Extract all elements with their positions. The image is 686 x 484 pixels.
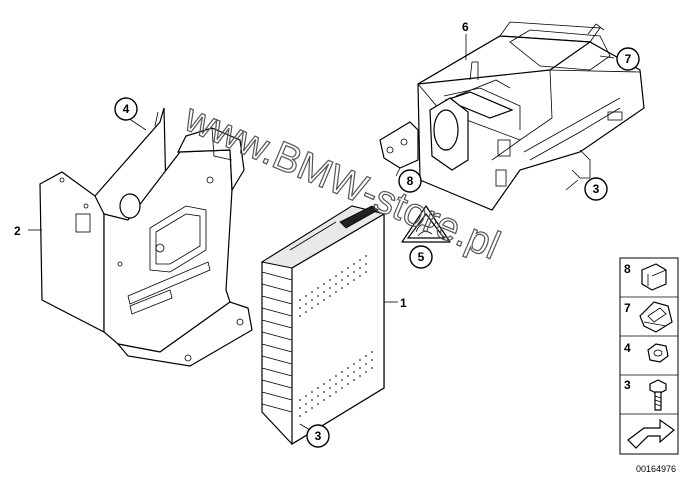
svg-text:8: 8 <box>407 174 414 188</box>
amplifier-part-1 <box>260 205 386 446</box>
clip-icon <box>641 263 667 291</box>
svg-text:3: 3 <box>624 378 631 392</box>
hex-nut-icon <box>647 343 669 363</box>
svg-text:4: 4 <box>123 102 130 116</box>
legend-item-7: 7 <box>624 301 673 333</box>
legend-item-8: 8 <box>624 262 667 291</box>
callout-7: 7 <box>616 47 640 71</box>
callout-2: 2 <box>14 224 21 238</box>
legend-item-4: 4 <box>624 341 669 363</box>
vent-holes-bottom <box>299 351 373 417</box>
arrow-icon <box>627 418 675 449</box>
svg-text:1: 1 <box>400 296 407 310</box>
callout-1: 1 <box>400 296 407 310</box>
leader-lines <box>28 34 615 431</box>
diagram-id: 00164976 <box>636 464 676 474</box>
carrier-part-6 <box>379 21 645 211</box>
callout-3-amplifier: 3 <box>306 424 330 448</box>
svg-text:4: 4 <box>624 341 631 355</box>
svg-text:6: 6 <box>462 20 469 34</box>
svg-text:5: 5 <box>418 250 425 264</box>
callout-4: 4 <box>114 97 138 121</box>
callout-6: 6 <box>462 20 469 34</box>
callout-5: 5 <box>409 245 433 269</box>
svg-text:2: 2 <box>14 224 21 238</box>
legend: 8 7 4 3 <box>619 257 679 455</box>
bracket-part-2 <box>39 107 253 367</box>
hex-bolt-icon <box>649 379 667 411</box>
heat-sink-fins <box>261 271 293 413</box>
warning-label-part-5 <box>401 205 451 243</box>
vent-holes-top <box>299 255 367 317</box>
svg-text:3: 3 <box>315 429 322 443</box>
svg-text:3: 3 <box>593 182 600 196</box>
svg-text:7: 7 <box>624 301 631 315</box>
spring-nut-icon <box>639 301 673 333</box>
callout-3-carrier: 3 <box>584 177 608 201</box>
svg-text:8: 8 <box>624 262 631 276</box>
svg-text:7: 7 <box>625 52 632 66</box>
legend-item-3: 3 <box>624 378 667 411</box>
callout-8: 8 <box>398 169 422 193</box>
